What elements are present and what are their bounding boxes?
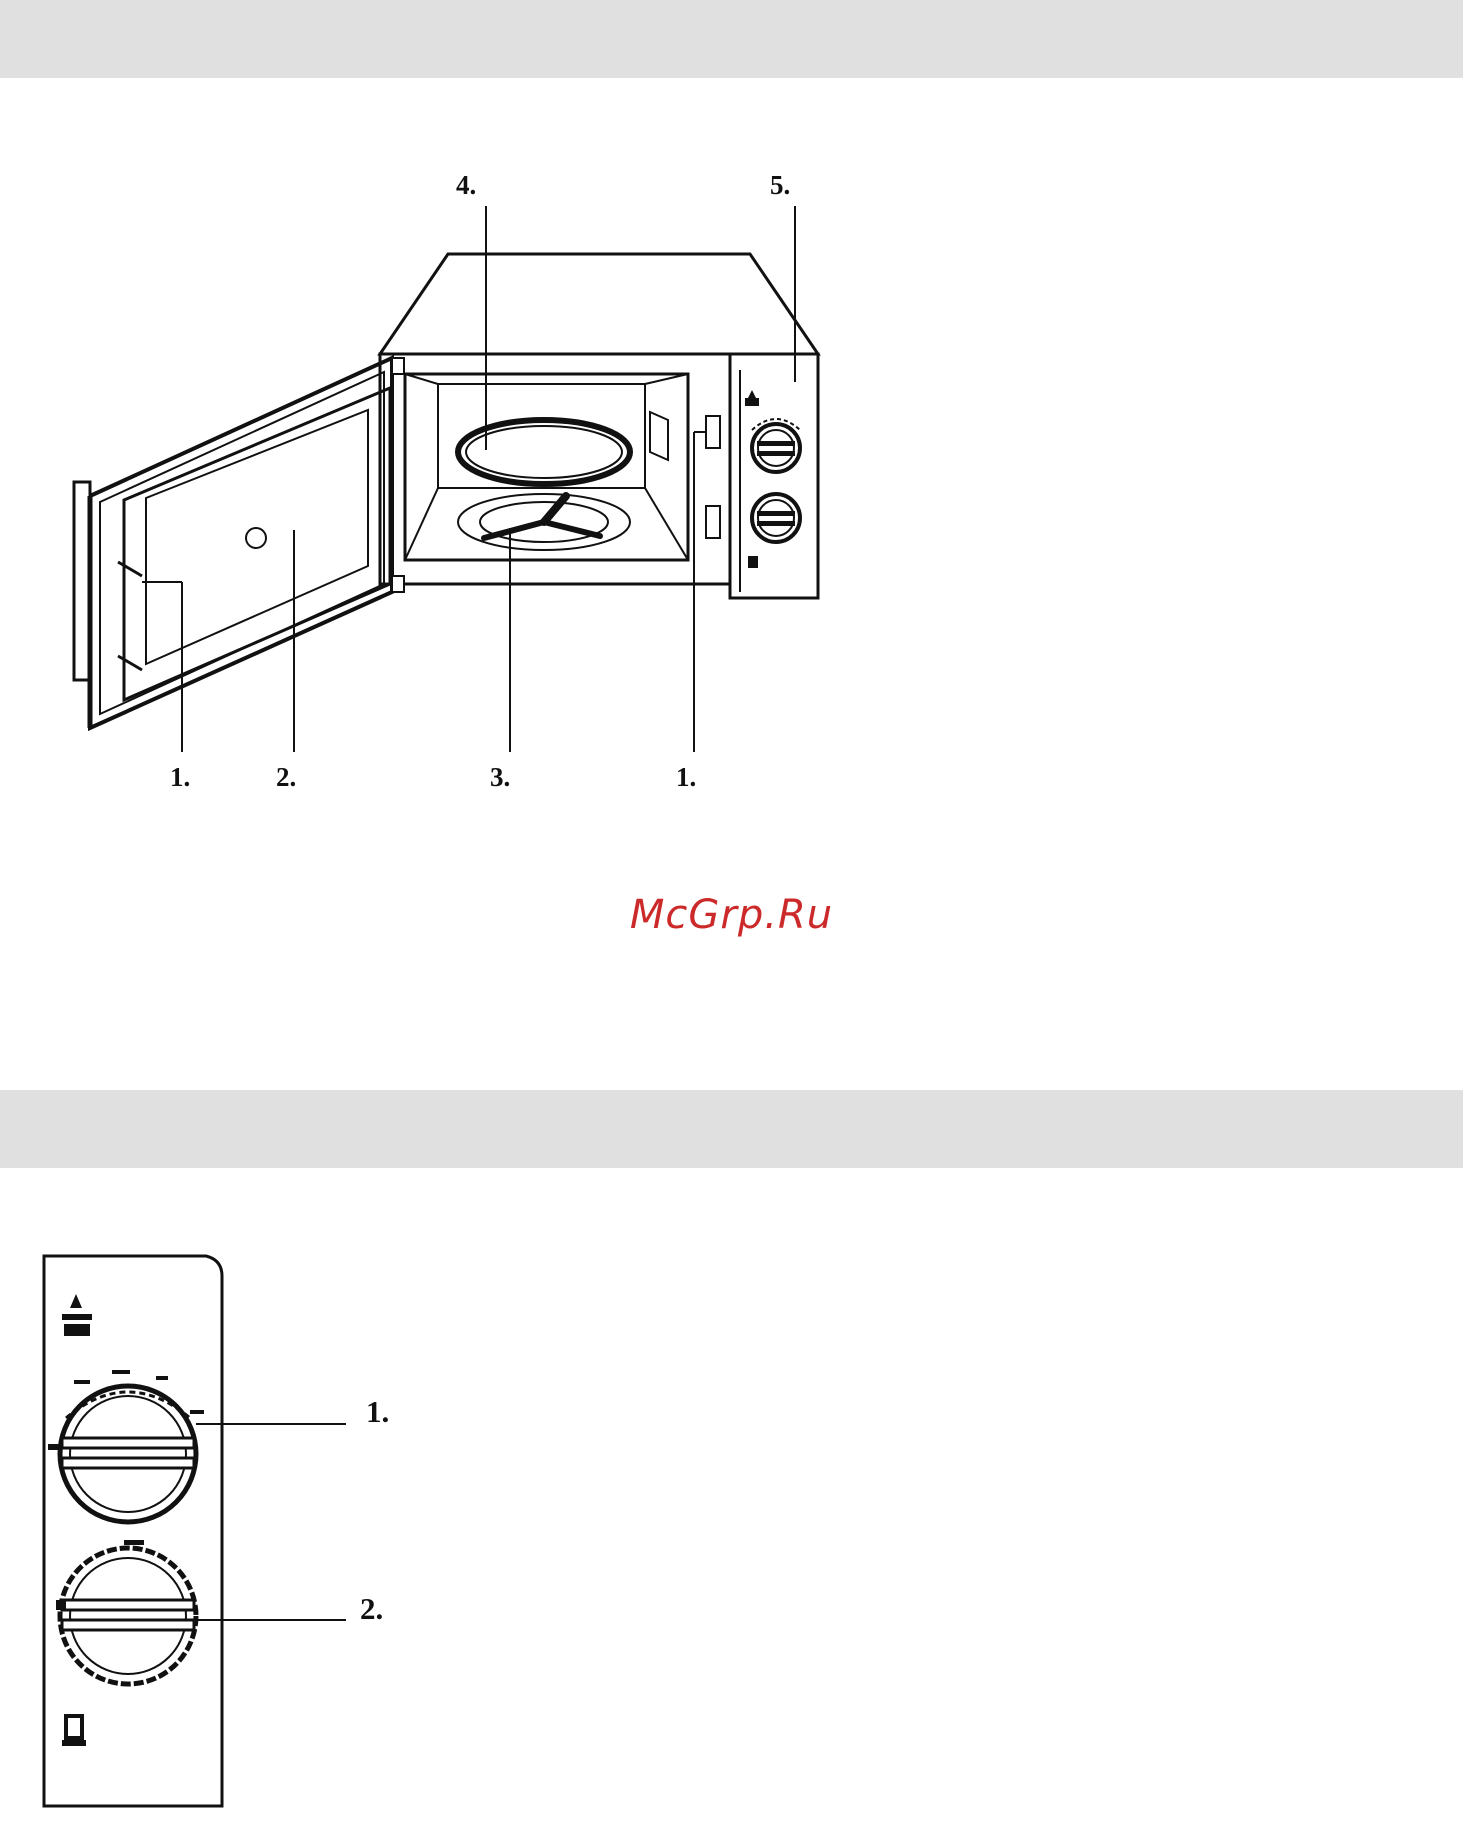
watermark-text: McGrp.Ru: [0, 892, 1463, 938]
timer-symbol-icon: [748, 556, 758, 568]
header-band-middle: [0, 1090, 1463, 1168]
latch-hook-lower: [118, 656, 142, 670]
oven-cavity: [405, 374, 720, 560]
callout-turntable-support: 3.: [490, 762, 510, 792]
defrost-symbol-icon: [745, 390, 759, 406]
control-panel: [730, 354, 818, 598]
microwave-diagram: 4. 5. 1. 2. 3. 1.: [0, 0, 1463, 830]
callout-door-window: 2.: [276, 762, 296, 792]
callout-control-panel: 5.: [770, 170, 790, 200]
callout-glass-tray: 4.: [456, 170, 476, 200]
latch-hook-upper: [118, 562, 142, 576]
glass-tray: [458, 420, 630, 484]
timer-knob: [752, 494, 800, 542]
cabinet-top: [380, 254, 818, 354]
control-panel-diagram: 1. 2.: [0, 1168, 1463, 1844]
callout-interlock: 1.: [676, 762, 696, 792]
power-selector-knob: [48, 1370, 204, 1522]
power-level-icon: [62, 1294, 92, 1336]
interlock-slot-upper: [706, 416, 720, 448]
callout-door-latch: 1.: [170, 762, 190, 792]
timer-icon: [62, 1716, 86, 1746]
timer-selector-knob: [56, 1540, 196, 1684]
callout-timer-knob: 2.: [360, 1591, 383, 1626]
turntable-support: [458, 494, 630, 550]
power-knob: [752, 419, 800, 472]
interlock-slot-lower: [706, 506, 720, 538]
door-emblem: [246, 528, 266, 548]
callout-power-knob: 1.: [366, 1394, 389, 1429]
oven-door: [74, 358, 404, 728]
